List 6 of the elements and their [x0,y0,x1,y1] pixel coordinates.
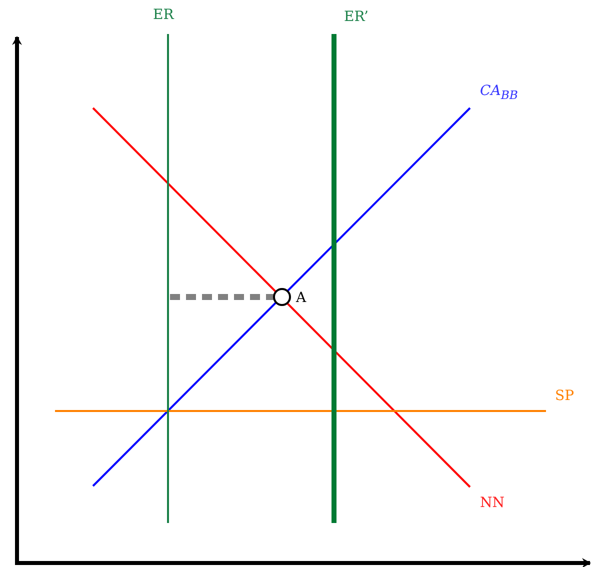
curve-label: A [296,290,306,306]
curve-label: ER’ [344,9,368,25]
curve-label: ER [153,7,174,23]
curve-label: CA$_{BB}$ [480,83,518,103]
curve-label: SP [555,388,574,404]
curve-label: NN [480,495,504,511]
